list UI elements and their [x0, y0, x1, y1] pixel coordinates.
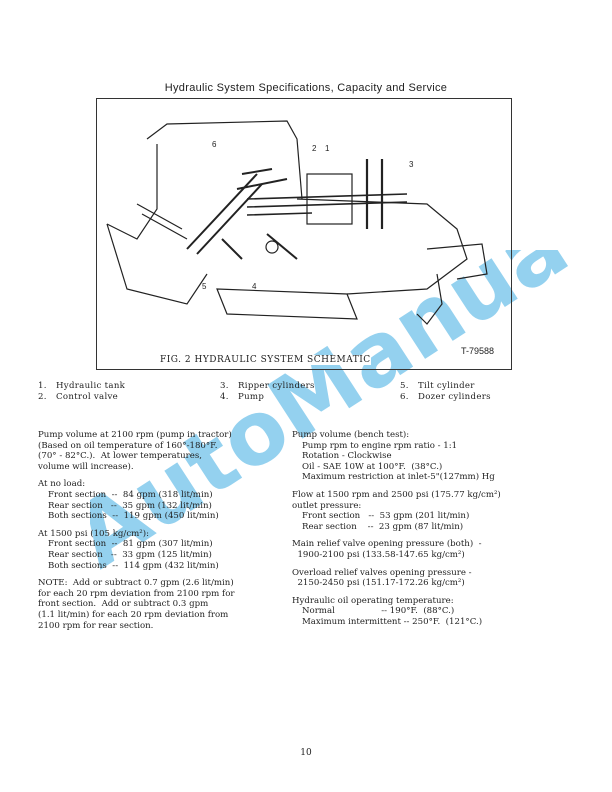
spec-line: Oil - SAE 10W at 100°F. (38°C.) — [302, 461, 443, 472]
callout-2: 2 — [312, 144, 317, 153]
right-spec-column: Pump volume (bench test): Pump rpm to en… — [292, 430, 592, 635]
pump-volume-text: Pump volume at 2100 rpm (pump in tractor… — [38, 430, 232, 472]
left-spec-column: Pump volume at 2100 rpm (pump in tractor… — [38, 430, 288, 638]
note-text: NOTE: Add or subtract 0.7 gpm (2.6 lit/m… — [38, 578, 235, 631]
spec-line: Normal -- 190°F. (88°C.) — [302, 606, 455, 617]
page-title: Hydraulic System Specifications, Capacit… — [164, 82, 448, 94]
legend-col-2: 3.Ripper cylinders 4.Pump — [220, 381, 315, 403]
legend-item: 6.Dozer cylinders — [400, 392, 491, 402]
spec-line: Front section -- 81 gpm (307 lit/min) — [48, 539, 213, 550]
no-load-heading: At no load: — [38, 479, 86, 490]
spec-line: Both sections -- 114 gpm (432 lit/min) — [48, 560, 219, 571]
spec-line: Pump rpm to engine rpm ratio - 1:1 — [302, 440, 458, 451]
legend-item: 4.Pump — [220, 392, 265, 402]
page-number: 10 — [300, 748, 312, 758]
spec-line: Rear section -- 23 gpm (87 lit/min) — [302, 521, 464, 532]
spec-line: Front section -- 84 gpm (318 lit/min) — [48, 489, 213, 500]
overload-text: Overload relief valves opening pressure … — [292, 567, 472, 589]
legend-item: 3.Ripper cylinders — [220, 381, 315, 391]
spec-line: Rear section -- 33 gpm (125 lit/min) — [48, 549, 212, 560]
legend-col-3: 5.Tilt cylinder 6.Dozer cylinders — [400, 381, 491, 403]
bulldozer-schematic-drawing: 6 2 1 3 4 5 — [106, 120, 488, 325]
legend-col-1: 1.Hydraulic tank 2.Control valve — [38, 381, 125, 403]
spec-line: Rotation - Clockwise — [302, 451, 392, 462]
figure-caption: FIG. 2 HYDRAULIC SYSTEM SCHEMATIC — [160, 355, 371, 365]
main-relief-text: Main relief valve opening pressure (both… — [292, 539, 482, 560]
legend-item: 2.Control valve — [38, 392, 119, 402]
spec-line: Rear section -- 35 gpm (132 lit/min) — [48, 500, 212, 511]
flow-heading: Flow at 1500 rpm and 2500 psi (175.77 kg… — [292, 489, 501, 511]
temp-heading: Hydraulic oil operating temperature: — [292, 595, 454, 606]
spec-line: Both sections -- 119 gpm (450 lit/min) — [48, 511, 219, 522]
spec-line: Front section -- 53 gpm (201 lit/min) — [302, 511, 470, 522]
callout-5: 5 — [202, 282, 207, 291]
bench-heading: Pump volume (bench test): — [292, 430, 410, 440]
legend-item: 1.Hydraulic tank — [38, 381, 126, 391]
spec-line: Maximum restriction at inlet-5"(127mm) H… — [302, 472, 495, 483]
callout-1: 1 — [325, 144, 330, 153]
spec-line: Maximum intermittent -- 250°F. (121°C.) — [302, 616, 483, 627]
psi-heading: At 1500 psi (105 kg/cm²): — [38, 528, 149, 539]
callout-3: 3 — [409, 160, 414, 169]
figure-number: T-79588 — [461, 346, 495, 356]
callout-6: 6 — [212, 140, 217, 149]
hydraulic-schematic-figure: 6 2 1 3 4 5 — [96, 98, 512, 370]
legend-item: 5.Tilt cylinder — [400, 381, 475, 391]
callout-4: 4 — [252, 282, 257, 291]
